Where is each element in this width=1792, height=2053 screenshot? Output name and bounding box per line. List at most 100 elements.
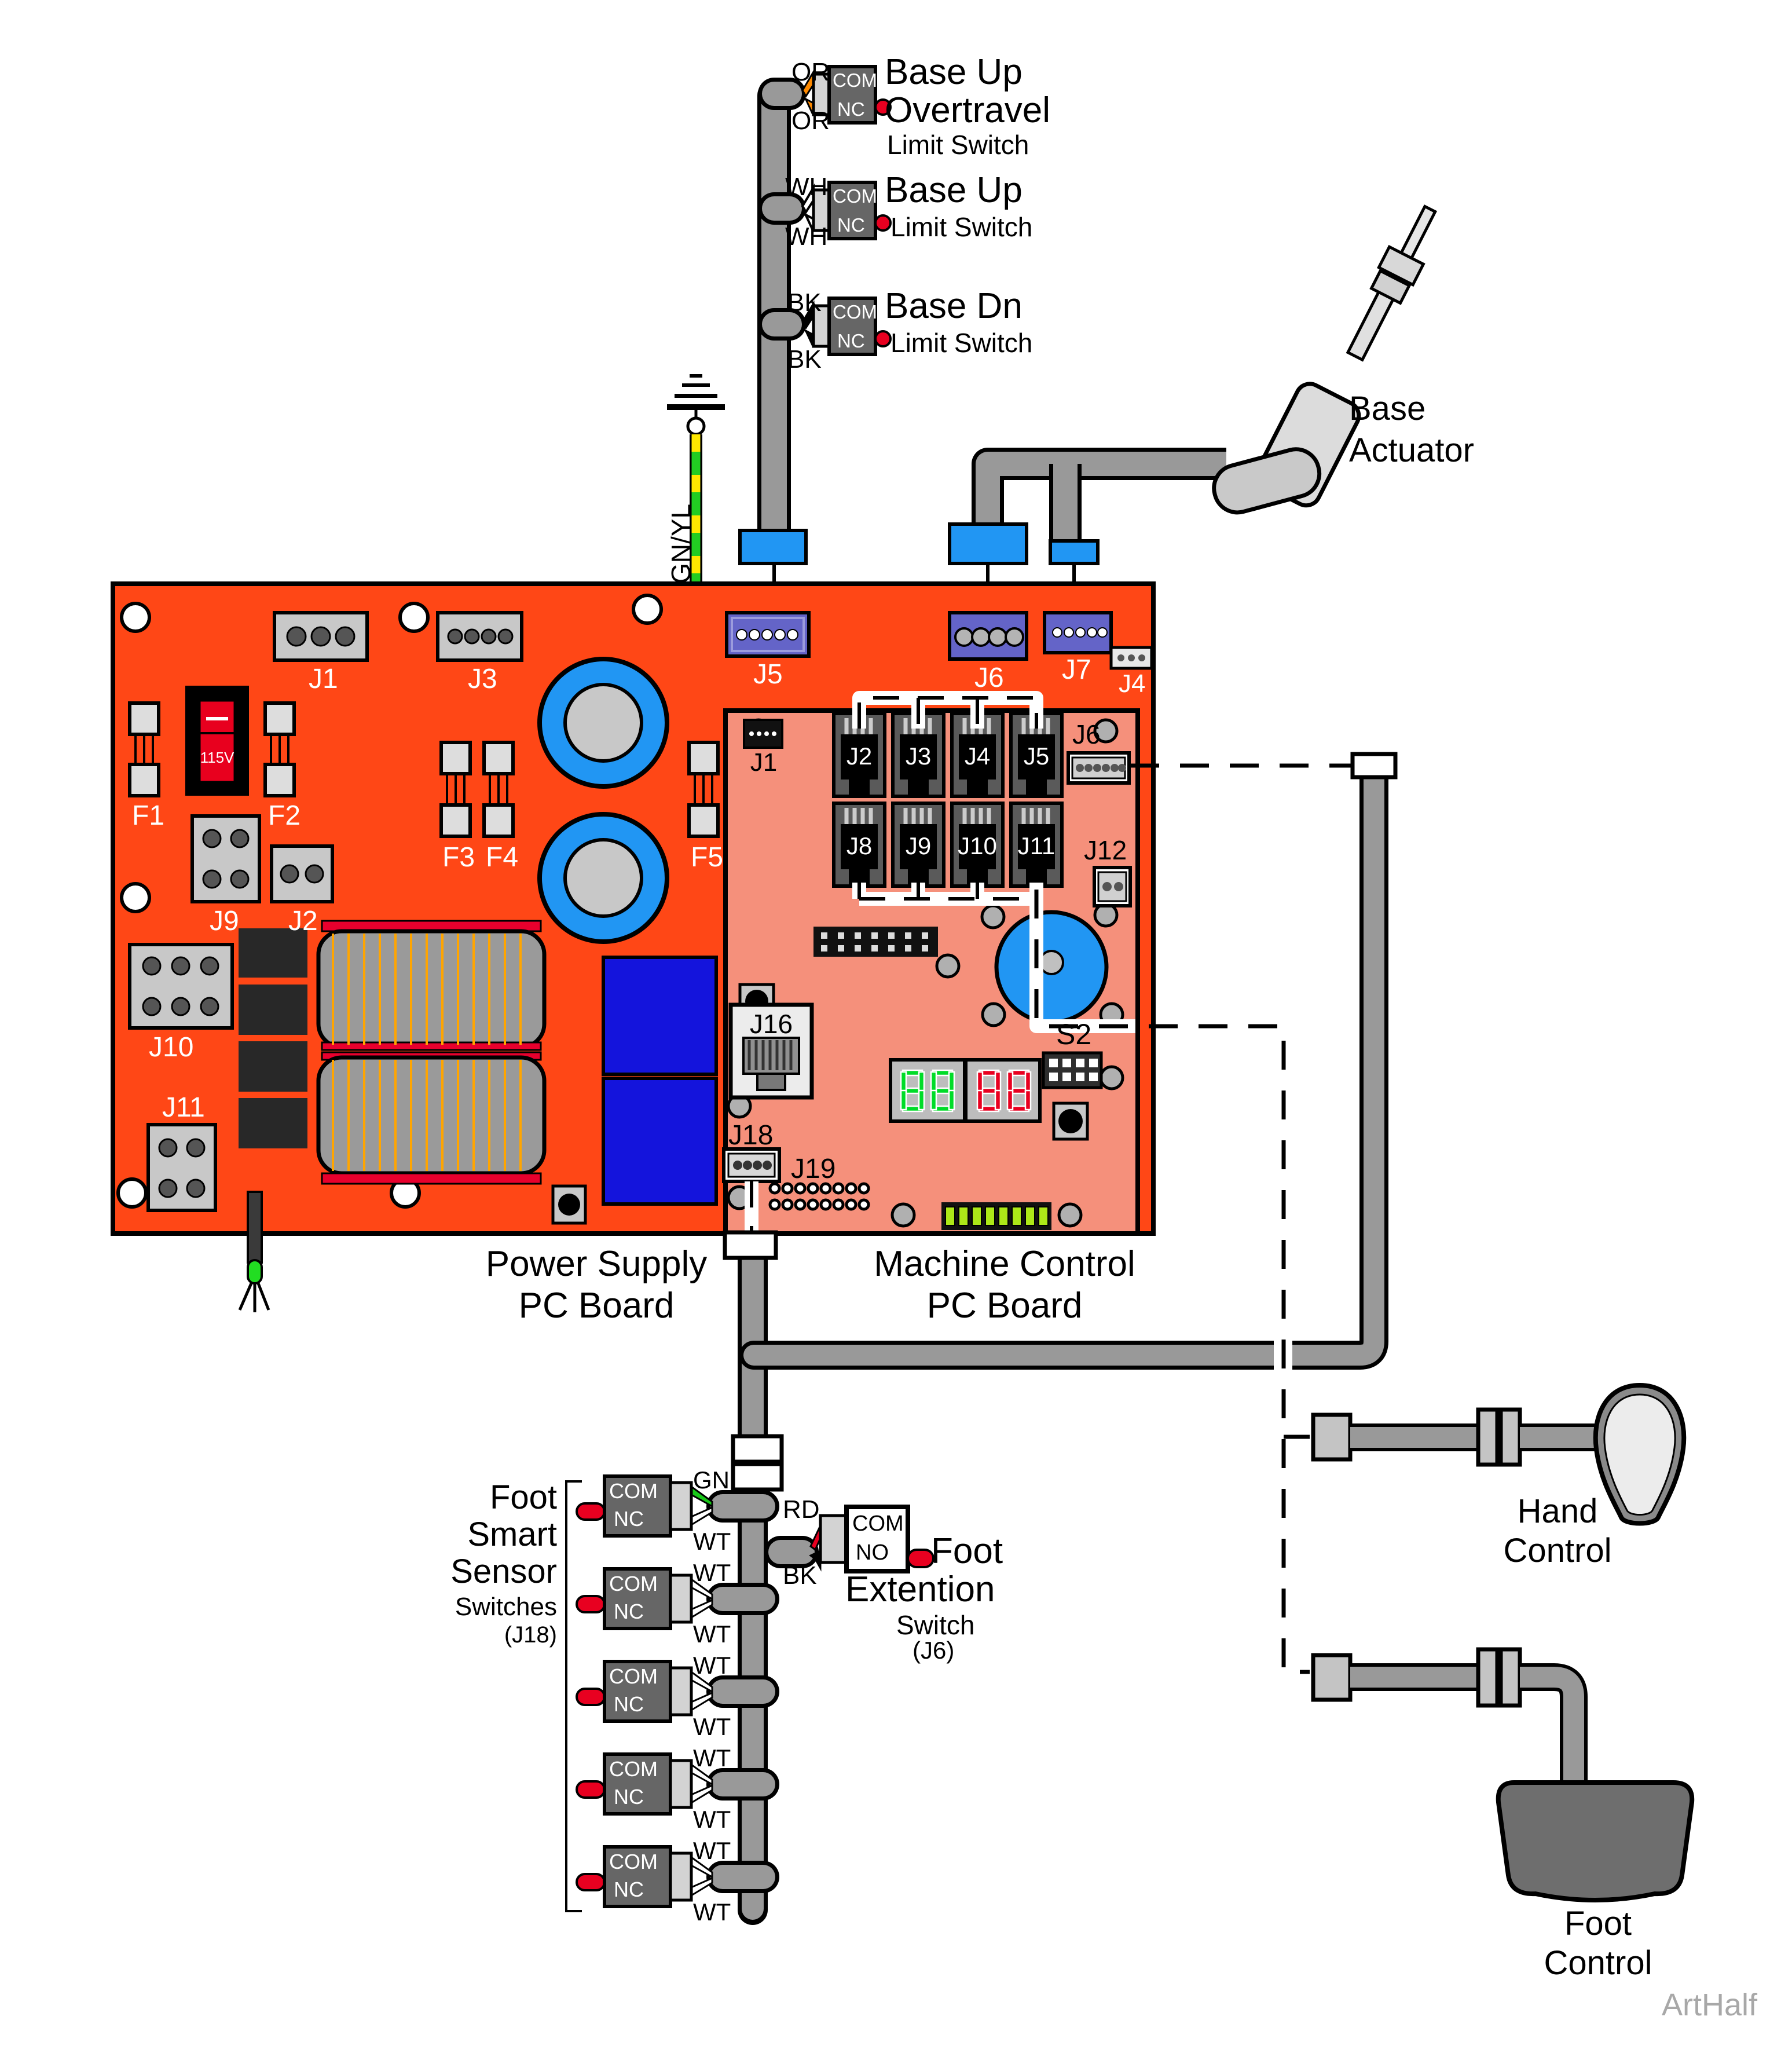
sensor5-wire-bottom: WT bbox=[693, 1898, 731, 1926]
footext-label-line1: Foot bbox=[931, 1531, 1003, 1571]
sensor3-com: COM bbox=[609, 1664, 658, 1688]
switch1-nc-label: NC bbox=[837, 98, 865, 120]
wire-label-wh-bottom: WH bbox=[785, 222, 828, 251]
sensor1-wire-top: GN bbox=[693, 1466, 730, 1494]
footext-label-line3: Switch bbox=[896, 1610, 975, 1640]
sensor-label-line4: Switches bbox=[455, 1593, 557, 1621]
foot-control-label-line2: Control bbox=[1544, 1944, 1652, 1982]
footext-bk: BK bbox=[783, 1561, 817, 1590]
ground-wire-label: GN/YL bbox=[666, 503, 696, 584]
sensor5-wire-top: WT bbox=[693, 1837, 731, 1864]
wire-label-or-bottom: OR bbox=[791, 107, 830, 135]
footext-com: COM bbox=[852, 1512, 904, 1536]
watermark: ArtHalf bbox=[1662, 1988, 1758, 2022]
footext-label-line2: Extention bbox=[845, 1569, 995, 1609]
ps-j1-label: J1 bbox=[309, 664, 338, 694]
switch1-title-line1: Base Up bbox=[885, 52, 1023, 92]
foot-extension-switch bbox=[764, 1505, 935, 1573]
ps-board-title-line2: PC Board bbox=[518, 1286, 675, 1326]
mc-j9-label: J9 bbox=[905, 832, 932, 859]
seven-segment-displays bbox=[889, 1058, 1042, 1123]
footext-no: NO bbox=[856, 1540, 889, 1565]
foot-control bbox=[1311, 1647, 1695, 1902]
mc-j1-label: J1 bbox=[750, 748, 778, 777]
ps-j6-label: J6 bbox=[974, 663, 1004, 693]
mc-board-title-line1: Machine Control bbox=[874, 1244, 1135, 1284]
ps-f3-label: F3 bbox=[442, 842, 475, 873]
hand-control-label-line1: Hand bbox=[1517, 1492, 1598, 1530]
sensor1-wire-bottom: WT bbox=[693, 1528, 731, 1555]
mc-j16-label: J16 bbox=[749, 1009, 793, 1039]
mc-j8-label: J8 bbox=[846, 832, 873, 859]
mc-j2-label: J2 bbox=[846, 742, 873, 770]
machine-control-board bbox=[722, 708, 1140, 1236]
switch1-subtitle: Limit Switch bbox=[887, 130, 1029, 160]
mc-j4-label: J4 bbox=[964, 742, 991, 770]
sensor3-wire-bottom: WT bbox=[693, 1713, 731, 1740]
ps-f4-label: F4 bbox=[486, 842, 519, 873]
sensor2-wire-top: WT bbox=[693, 1559, 731, 1586]
ps-j11-label: J11 bbox=[162, 1092, 205, 1123]
mc-j18-label: J18 bbox=[728, 1120, 774, 1151]
sensor-label-line3: Sensor bbox=[450, 1553, 557, 1590]
switch2-com-label: COM bbox=[833, 185, 877, 207]
hand-control-label-line2: Control bbox=[1503, 1532, 1612, 1569]
sensor4-wire-top: WT bbox=[693, 1744, 731, 1772]
sensor2-com: COM bbox=[609, 1572, 658, 1595]
sensor-label-line1: Foot bbox=[489, 1479, 557, 1516]
sensor2-wire-bottom: WT bbox=[693, 1620, 731, 1648]
sensor-label-line2: Smart bbox=[467, 1516, 557, 1553]
ps-j10-label: J10 bbox=[149, 1032, 194, 1063]
ps-j2-label: J2 bbox=[288, 906, 318, 936]
switch2-title: Base Up bbox=[885, 170, 1023, 210]
sensor1-nc: NC bbox=[614, 1507, 644, 1531]
footext-label-line4: (J6) bbox=[913, 1637, 955, 1664]
switch2-nc-label: NC bbox=[837, 214, 865, 236]
ps-j4-label: J4 bbox=[1119, 669, 1146, 698]
control-cord-dashed-lines bbox=[1034, 763, 1351, 1674]
ps-j3-label: J3 bbox=[468, 664, 497, 694]
ps-voltage-label: 115V bbox=[200, 749, 234, 766]
sensor2-nc: NC bbox=[614, 1600, 644, 1623]
switch2-subtitle: Limit Switch bbox=[890, 212, 1033, 242]
foot-control-label-line1: Foot bbox=[1564, 1905, 1632, 1942]
ps-j9-label: J9 bbox=[210, 906, 239, 936]
sensor3-wire-top: WT bbox=[693, 1652, 731, 1679]
base-up-limit-switch bbox=[801, 181, 892, 240]
wire-label-or-top: OR bbox=[791, 58, 830, 86]
mc-j12-label: J12 bbox=[1084, 835, 1127, 865]
base-dn-limit-switch bbox=[801, 297, 892, 356]
footext-rd: RD bbox=[783, 1495, 820, 1524]
sensor5-com: COM bbox=[609, 1850, 658, 1873]
wire-label-bk-bottom: BK bbox=[787, 345, 822, 374]
switch1-title-line2: Overtravel bbox=[885, 90, 1050, 130]
ground-symbol bbox=[667, 374, 725, 436]
base-up-overtravel-limit-switch bbox=[801, 65, 892, 125]
sensor4-nc: NC bbox=[614, 1785, 644, 1809]
switch3-title: Base Dn bbox=[885, 286, 1023, 326]
switch3-subtitle: Limit Switch bbox=[890, 328, 1033, 358]
sensor4-com: COM bbox=[609, 1757, 658, 1781]
ps-f1-label: F1 bbox=[132, 800, 165, 831]
mc-j3-label: J3 bbox=[905, 742, 932, 770]
sensor3-nc: NC bbox=[614, 1692, 644, 1716]
mc-board-title-line2: PC Board bbox=[926, 1286, 1083, 1326]
ps-j7-label: J7 bbox=[1062, 654, 1091, 685]
actuator-label-line1: Base bbox=[1349, 390, 1426, 427]
switch3-com-label: COM bbox=[833, 301, 877, 323]
ps-board-title-line1: Power Supply bbox=[485, 1244, 708, 1284]
wire-label-wh-top: WH bbox=[785, 173, 828, 201]
ps-j5-label: J5 bbox=[753, 659, 783, 690]
wire-label-bk-top: BK bbox=[787, 288, 822, 317]
sensor5-nc: NC bbox=[614, 1878, 644, 1901]
mc-j19-label: J19 bbox=[791, 1154, 836, 1184]
ps-f5-label: F5 bbox=[691, 842, 724, 873]
foot-smart-sensor-switches bbox=[565, 1474, 779, 1912]
sensor1-com: COM bbox=[609, 1479, 658, 1503]
sensor-label-line5: (J18) bbox=[504, 1622, 557, 1648]
ps-f2-label: F2 bbox=[268, 800, 301, 831]
mc-j6-label: J6 bbox=[1072, 719, 1101, 749]
mc-j5-label: J5 bbox=[1023, 742, 1050, 770]
